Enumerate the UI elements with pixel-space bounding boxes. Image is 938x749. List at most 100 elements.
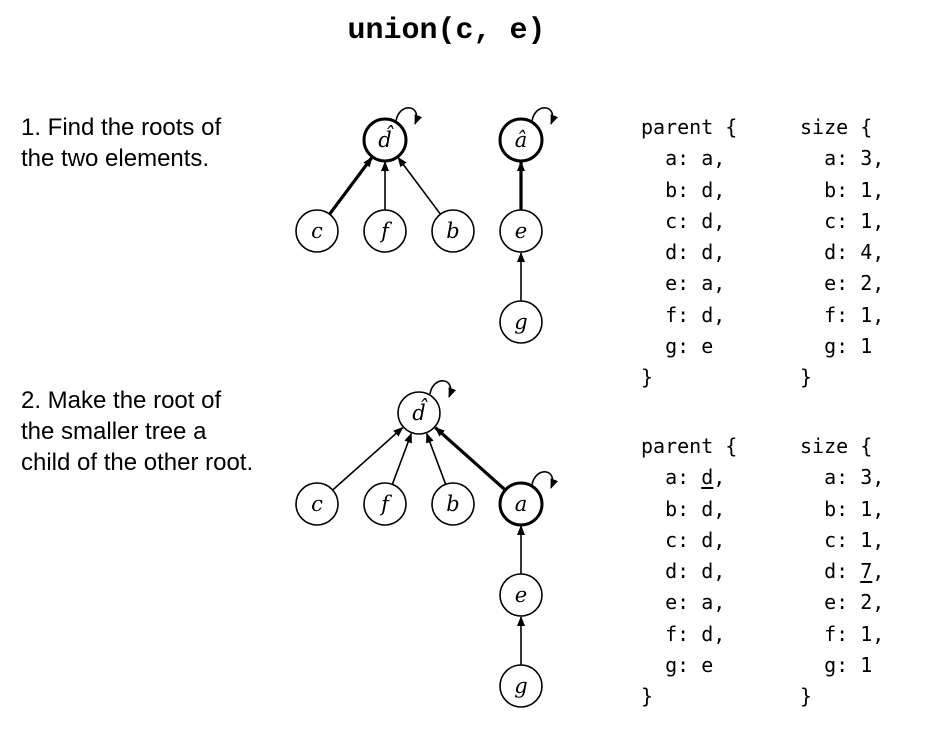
size-entry-f: f: 1, [824,302,885,327]
parent-table-before: parent { a: a, b: d, c: d, d: d, e: a, f… [641,112,737,394]
size-entry-c: c: 1, [824,527,885,552]
entry-key: b [824,496,837,521]
entry-key: a [824,465,837,490]
entry-key: f [665,302,678,327]
parent-table-footer: } [641,365,654,390]
size-entry-d: d: 7, [824,559,885,584]
entry-value: a [701,146,714,171]
entry-separator: , [713,271,726,296]
parent-entry-a: a: a, [665,146,726,171]
entry-value: 1 [860,208,873,233]
node-label: g [514,674,527,698]
entry-separator: , [713,302,726,327]
entry-value: 3 [860,465,873,490]
entry-separator: , [713,177,726,202]
edge-a-to-d [434,426,507,492]
node-a: a [498,471,559,527]
size-table-header: size { [800,434,873,458]
node-label: d̂ [412,398,428,425]
entry-value: d [701,240,714,265]
node-label: f [379,219,392,243]
entry-key: f [665,621,678,646]
entry-separator: , [713,559,726,584]
entry-separator: , [713,496,726,521]
entry-separator: , [872,496,885,521]
parent-entry-d: d: d, [665,559,726,584]
size-table-after: size { a: 3, b: 1, c: 1, d: 7, e: 2, f: … [800,431,884,713]
entry-separator: , [872,621,885,646]
size-entry-d: d: 4, [824,240,885,265]
node-b: b [431,482,475,526]
parent-table-after: parent { a: d, b: d, c: d, d: d, e: a, f… [641,431,737,713]
entry-key: g [665,334,678,359]
parent-entry-e: e: a, [665,271,726,296]
node-label: â [515,128,528,152]
entry-separator: , [872,240,885,265]
entry-key: a [824,146,837,171]
parent-entry-g: g: e [665,334,714,359]
node-e: e [499,573,543,617]
node-a: â [498,107,559,163]
entry-value: d [701,496,714,521]
entry-separator: , [872,208,885,233]
entry-value: d [701,302,714,327]
selfloop-a [531,471,559,489]
size-table-footer: } [800,684,813,709]
entry-separator: , [872,590,885,615]
parent-entry-b: b: d, [665,177,726,202]
entry-value-changed: 7 [860,559,873,584]
node-label: e [515,219,527,243]
entry-value: 2 [860,590,873,615]
entry-separator: , [872,302,885,327]
parent-entry-c: c: d, [665,208,726,233]
entry-key: e [665,271,678,296]
node-c: c [295,209,339,253]
entry-separator: , [713,240,726,265]
edge-c-to-d [332,426,404,491]
selfloop-a [531,107,559,125]
entry-value: 1 [860,496,873,521]
size-entry-e: e: 2, [824,271,885,296]
entry-value: 4 [860,240,873,265]
node-d: d̂ [362,107,423,163]
page-title: union(c, e) [347,14,546,48]
entry-value: 1 [860,334,873,359]
entry-separator: , [872,146,885,171]
size-entry-a: a: 3, [824,465,885,490]
node-label: b [446,492,459,516]
entry-key: g [665,653,678,678]
entry-separator: , [713,621,726,646]
entry-separator: , [872,527,885,552]
entry-key: c [665,527,678,552]
size-entry-a: a: 3, [824,146,885,171]
entry-separator: , [713,465,726,490]
node-label: f [379,492,392,516]
step-1-text: 1. Find the roots of the two elements. [21,114,222,172]
parent-entry-b: b: d, [665,496,726,521]
entry-key: b [665,177,678,202]
entry-value: d [701,559,714,584]
entry-key: g [824,334,837,359]
tree-diagram-after: d̂ c f b a e g [295,380,559,708]
entry-key: e [665,590,678,615]
entry-separator: , [872,559,885,584]
entry-key: d [824,559,837,584]
parent-entry-f: f: d, [665,302,726,327]
edge-c-to-d [328,156,374,216]
parent-entry-g: g: e [665,653,714,678]
node-label: c [311,492,323,516]
entry-value: e [701,653,714,678]
node-label: b [446,219,459,243]
edge-b-to-d [425,432,447,485]
entry-key: c [665,208,678,233]
size-table-before: size { a: 3, b: 1, c: 1, d: 4, e: 2, f: … [800,112,884,394]
entry-value: d [701,177,714,202]
entry-value: 1 [860,653,873,678]
entry-value: d [701,208,714,233]
entry-key: c [824,208,837,233]
size-table-footer: } [800,365,813,390]
entry-value: a [701,271,714,296]
parent-entry-d: d: d, [665,240,726,265]
